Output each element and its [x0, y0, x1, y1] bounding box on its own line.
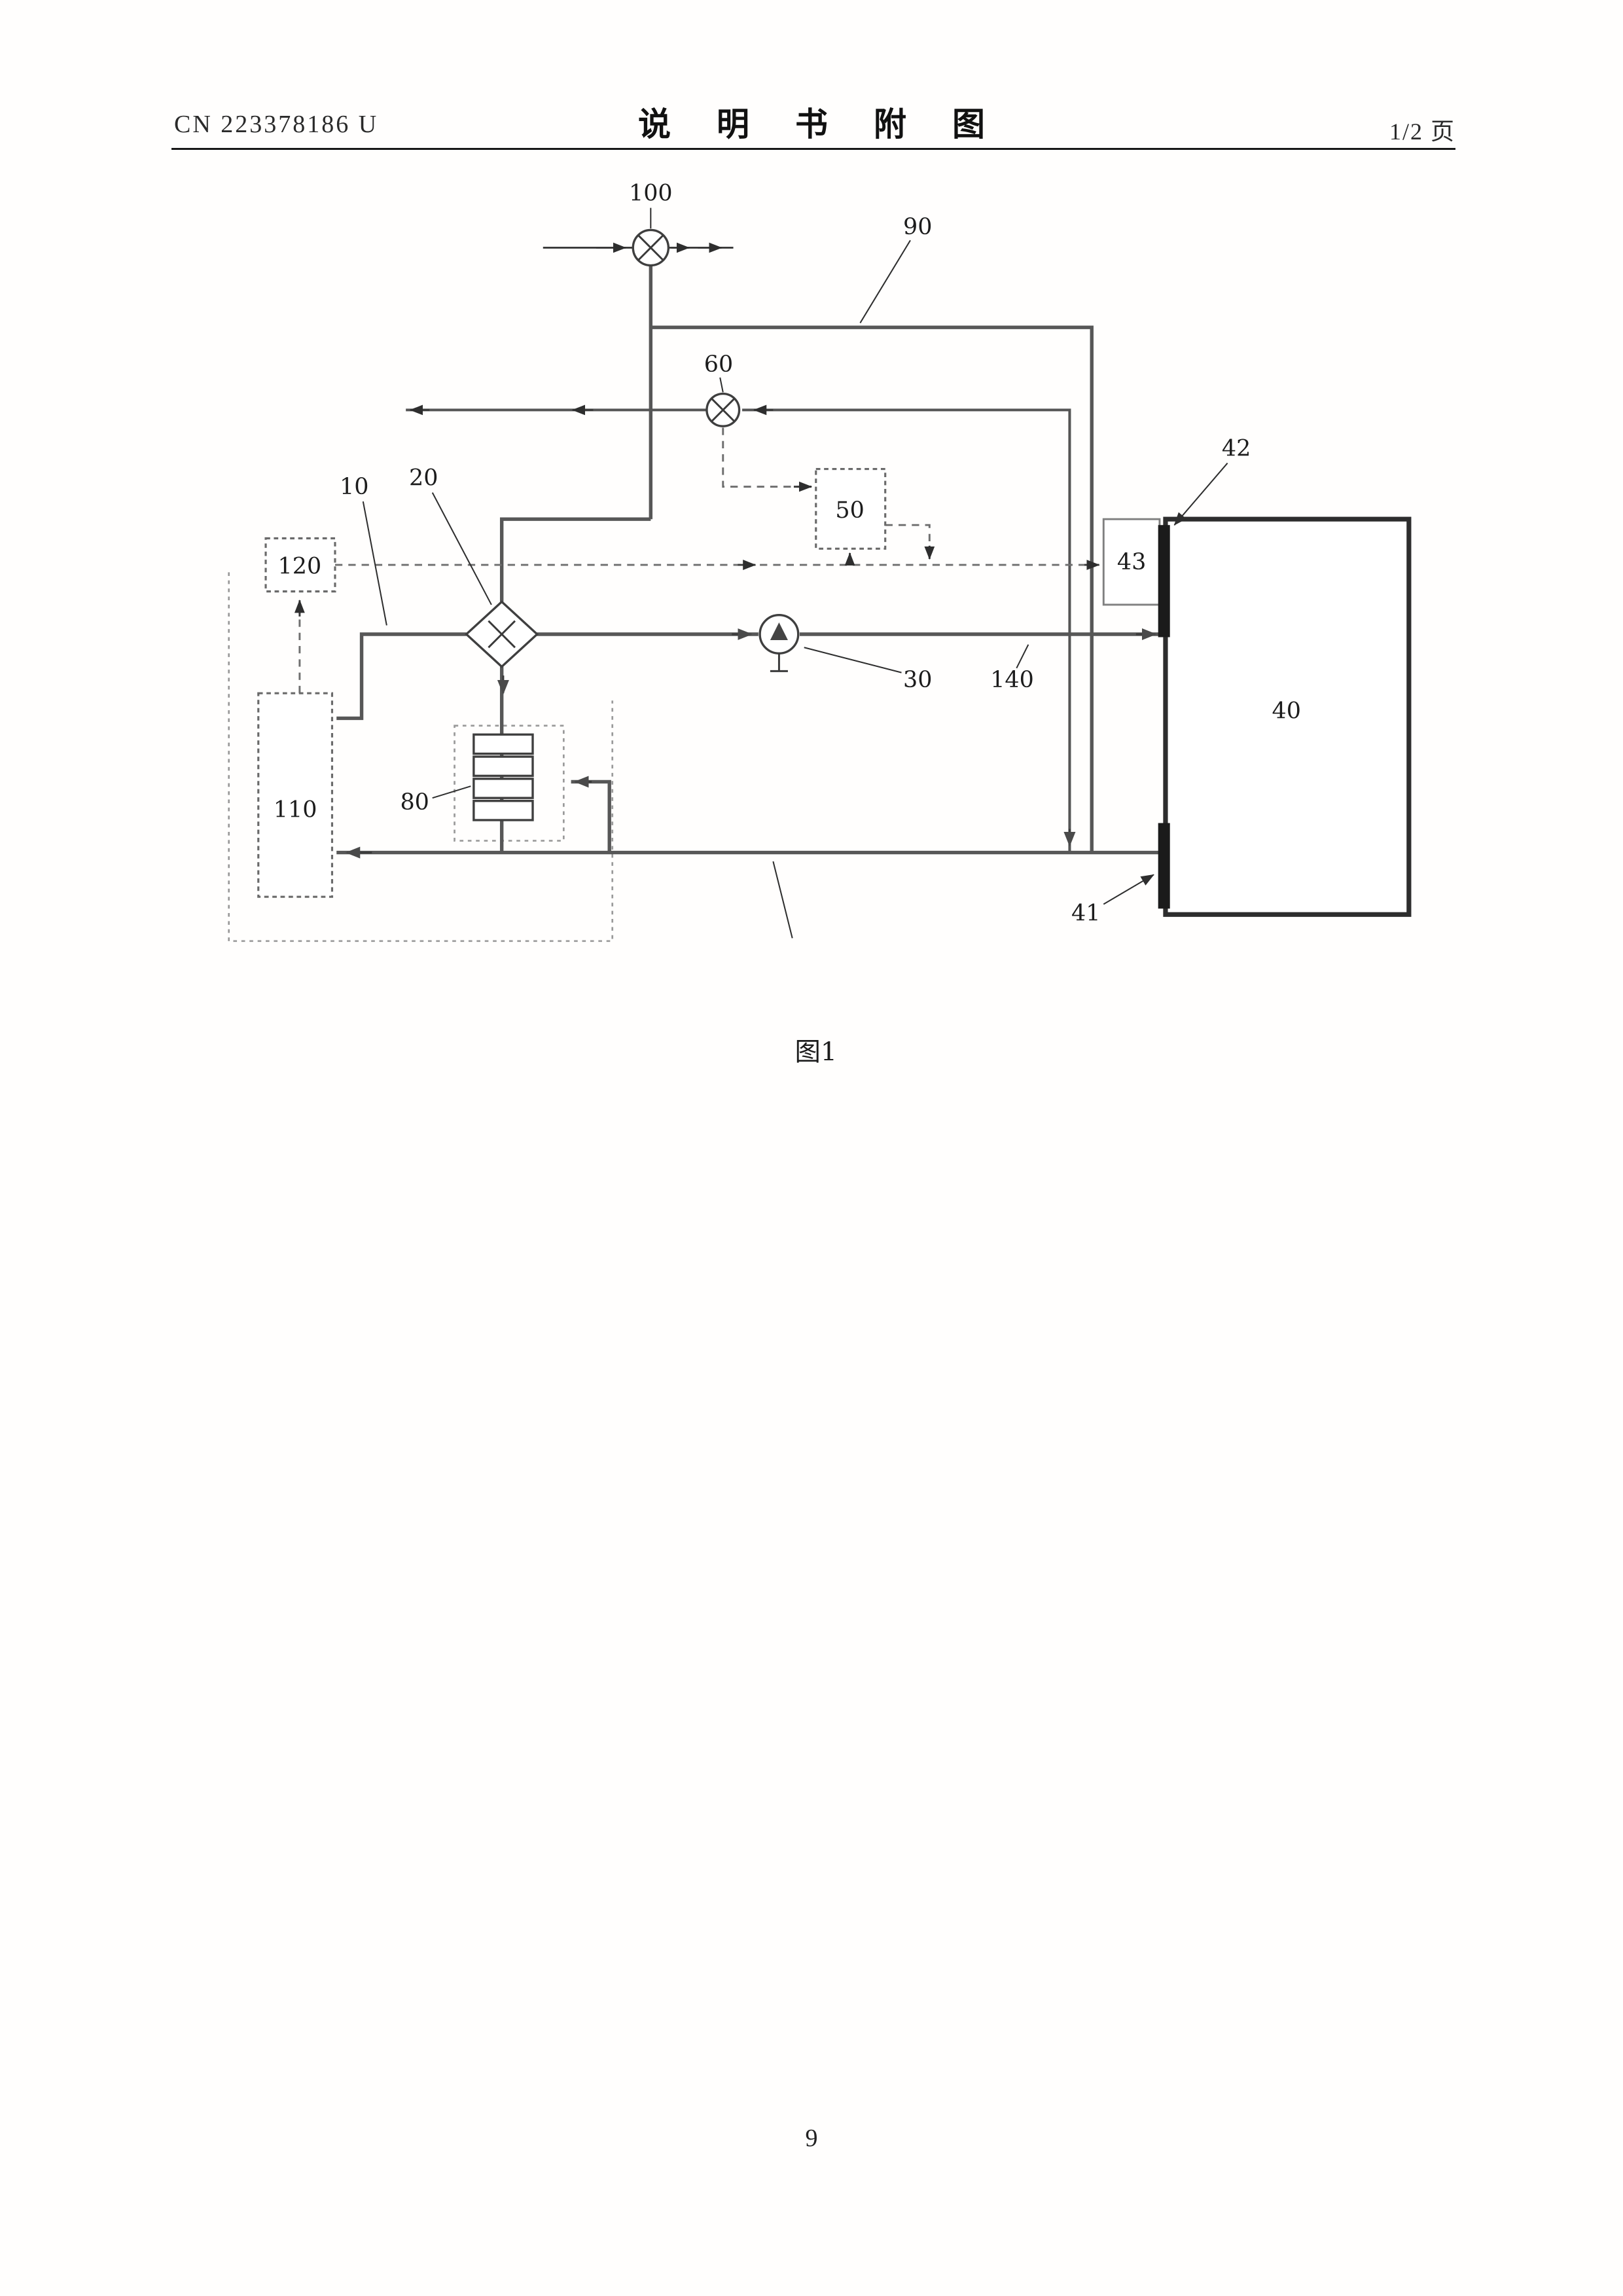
ctrl-50-right-stub — [885, 524, 931, 558]
label-80: 80 — [400, 789, 429, 816]
ctrl-hx60-to-50 — [722, 427, 812, 488]
label-60: 60 — [704, 351, 733, 378]
port-42-bar — [1158, 525, 1170, 637]
label-60-leader — [719, 377, 724, 393]
label-30-leader — [804, 647, 902, 673]
battery-box-40 — [1163, 516, 1412, 917]
label-30: 30 — [903, 667, 932, 693]
heater-stack-80-cell — [473, 800, 534, 821]
label-90: 90 — [903, 214, 932, 240]
label-20-leader — [431, 492, 492, 605]
pump-30-drain-stub — [770, 653, 788, 672]
figure-1-diagram: 100 90 60 50 42 43 40 41 140 30 20 10 80… — [228, 180, 1412, 1067]
page-indicator: 1/2 页 — [1389, 118, 1455, 145]
label-20: 20 — [409, 465, 438, 491]
pipe-riser-into-80 — [571, 780, 611, 853]
label-110: 110 — [274, 797, 317, 823]
label-10: 10 — [340, 474, 368, 500]
label-70-leader — [772, 861, 793, 939]
heater-stack-80-cell — [473, 733, 534, 755]
label-43: 43 — [1117, 549, 1146, 575]
heater-stack-80 — [473, 733, 534, 821]
label-120: 120 — [278, 554, 322, 580]
four-way-valve-20-cross — [488, 620, 516, 649]
pump-30-rotor — [770, 622, 788, 641]
box-110 — [257, 692, 334, 898]
pipe-90 — [651, 325, 1094, 852]
box-120 — [264, 537, 336, 593]
figure-caption: 图1 — [794, 1037, 837, 1067]
patent-number: CN 223378186 U — [174, 111, 379, 138]
document-title: 说明书附图 — [638, 106, 1031, 143]
heater-stack-80-cell — [473, 778, 534, 799]
label-140-leader — [1016, 644, 1029, 669]
label-50: 50 — [835, 497, 864, 524]
header-rule — [171, 148, 1455, 150]
heater-stack-80-cell — [473, 755, 534, 778]
box-50 — [815, 467, 887, 550]
heat-exchanger-60-cross — [711, 397, 736, 423]
label-100: 100 — [629, 180, 673, 206]
label-10-leader — [362, 501, 387, 626]
label-42: 42 — [1222, 435, 1251, 461]
label-140: 140 — [990, 667, 1034, 693]
page-number: 9 — [805, 2125, 818, 2152]
label-41-leader — [1103, 874, 1154, 905]
hx60-line-right — [742, 408, 1071, 852]
label-40: 40 — [1272, 698, 1301, 724]
pipe-valve20-to-110 — [336, 632, 467, 721]
dashed-boundary-around-80 — [454, 725, 565, 842]
label-42-leader — [1173, 462, 1228, 526]
label-90-leader — [859, 240, 911, 323]
dashed-unit-boundary — [228, 572, 614, 942]
heat-exchanger-100-cross — [637, 234, 664, 261]
label-80-leader — [432, 785, 471, 799]
label-41: 41 — [1071, 900, 1100, 926]
pipe-hx100-to-valve20 — [499, 517, 651, 602]
port-41-bar — [1158, 823, 1170, 909]
